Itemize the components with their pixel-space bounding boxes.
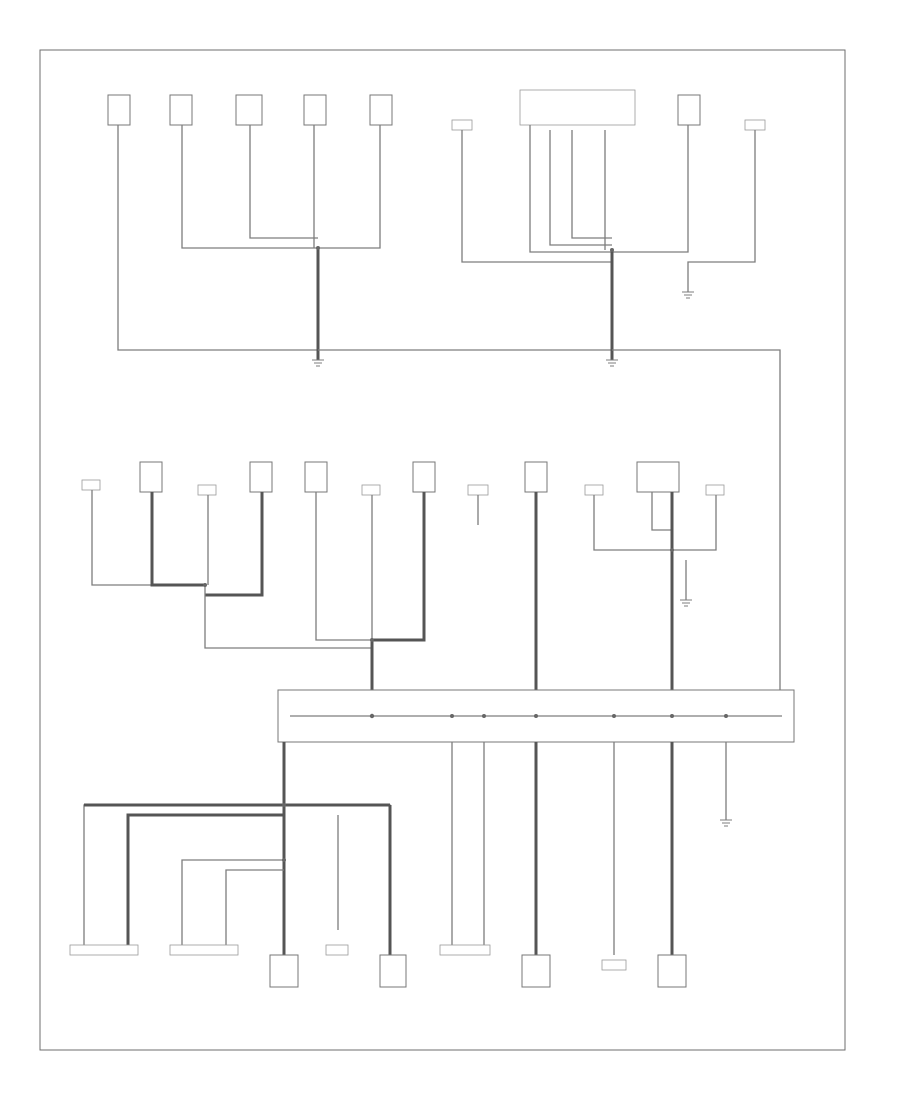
component-a3: [235, 94, 263, 126]
component-d3: [269, 954, 299, 988]
top-left-group: [107, 94, 612, 367]
component-a5: [369, 94, 393, 126]
component-c5: [304, 461, 328, 493]
connector-c8: [467, 484, 489, 496]
component-a2: [169, 94, 193, 126]
splice-block: [277, 689, 795, 743]
component-c4: [249, 461, 273, 493]
connector-c12: [705, 484, 725, 496]
component-d7: [521, 954, 551, 988]
ground-g5-icon: [720, 819, 732, 827]
ground-g3-icon: [606, 359, 618, 367]
ground-g1-icon: [312, 359, 324, 367]
ground-g2-icon: [682, 291, 694, 299]
bottom-group: [69, 742, 732, 988]
top-right-group: [451, 89, 781, 690]
connector-b1: [451, 119, 473, 131]
connector-c1: [81, 479, 101, 491]
diagram-frame: [39, 49, 846, 1051]
connector-d6: [439, 944, 491, 956]
ground-g4-icon: [680, 599, 692, 607]
connector-d4: [325, 944, 349, 956]
connector-d8: [601, 959, 627, 971]
component-d9: [657, 954, 687, 988]
connector-c6: [361, 484, 381, 496]
connector-b2: [519, 89, 636, 126]
connector-c10: [584, 484, 604, 496]
middle-group: [81, 461, 725, 690]
component-c9: [524, 461, 548, 493]
connector-c3: [197, 484, 217, 496]
connector-b4: [744, 119, 766, 131]
connector-d1: [69, 944, 139, 956]
connector-d2: [169, 944, 239, 956]
component-c2: [139, 461, 163, 493]
component-a1: [107, 94, 131, 126]
component-c11: [636, 461, 680, 493]
component-c7: [412, 461, 436, 493]
component-b3: [677, 94, 701, 126]
component-a4: [303, 94, 327, 126]
component-d5: [379, 954, 407, 988]
